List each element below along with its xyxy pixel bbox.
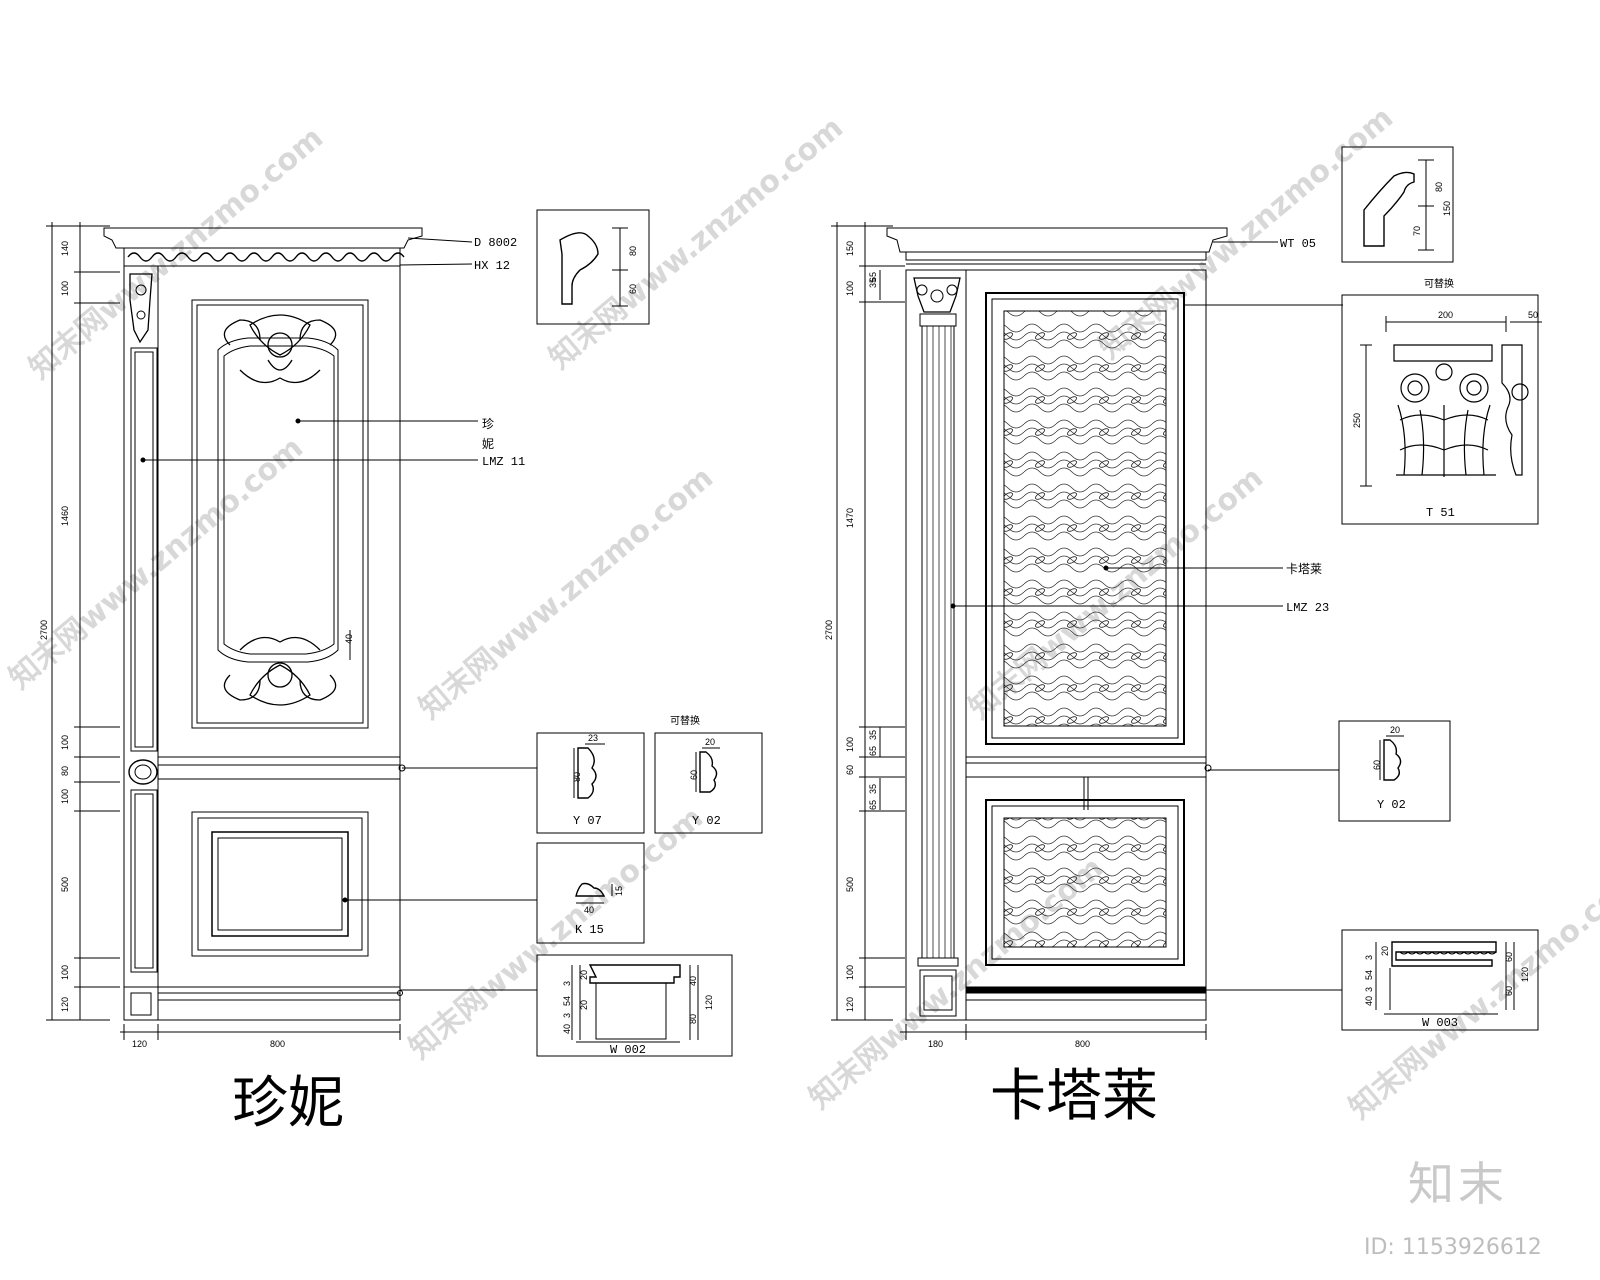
panel-note: 40 [344,634,354,644]
detail-code: Y 02 [692,814,721,828]
replaceable-note: 可替换 [670,714,700,727]
door-right-callouts: WT 05 卡塔莱 LMZ 23 可替换 [1280,237,1454,615]
detail-dim: 120 [1520,967,1530,982]
detail-code: W 002 [610,1043,646,1057]
door-right-title: 卡塔莱 [990,1064,1158,1129]
detail-dim: 60 [1504,952,1514,962]
detail-dim: 40 [688,976,698,986]
dim-label: 180 [928,1039,943,1049]
dim-label: 500 [845,877,855,892]
detail-dim: 120 [704,995,714,1010]
watermark-text: 知末网www.znzmo.com [543,110,850,376]
detail-dim: 40 [584,905,594,915]
dim-label: 120 [132,1039,147,1049]
detail-code: Y 07 [573,814,602,828]
dim-label: 100 [60,965,70,980]
watermark-text: 知末网www.znzmo.com [3,430,310,696]
detail-dim: 15 [614,886,624,896]
detail-dim: 60 [1504,986,1514,996]
dim-label: 1470 [845,508,855,528]
dim-label: 100 [60,281,70,296]
detail-dim: 3 [562,1013,572,1018]
detail-dim: 20 [1380,946,1390,956]
dim-label: 65 [868,800,878,810]
detail-dim: 20 [579,1000,589,1010]
detail-dim: 54 [1364,970,1374,980]
dim-label: 800 [270,1039,285,1049]
detail-dim: 3 [562,981,572,986]
door-left-title: 珍妮 [232,1071,344,1136]
callout-label: 妮 [482,437,494,451]
door-left-dimensions: 140 100 1460 100 80 100 500 100 120 2700… [39,241,354,1049]
detail-dim: 200 [1438,310,1453,320]
door-right-detail-labels: 80 70 150 200 50 250 T 51 20 60 Y 02 20 … [1352,182,1538,1030]
image-id: ID: 1153926612 [1364,1235,1542,1260]
detail-dim: 20 [579,970,589,980]
detail-dim: 50 [1528,310,1538,320]
door-right-dimensions: 150 35 65 100 1470 35 65 100 60 35 65 50… [824,241,1090,1049]
detail-dim: 80 [1434,182,1444,192]
detail-dim: 23 [588,733,598,743]
dim-label: 800 [1075,1039,1090,1049]
dim-label: 500 [60,877,70,892]
dim-label: 100 [845,281,855,296]
detail-dim: 60 [689,770,699,780]
dim-label: 35 [868,730,878,740]
detail-dim: 150 [1442,201,1452,216]
detail-dim: 3 [1364,987,1374,992]
detail-dim: 54 [562,996,572,1006]
detail-dim: 20 [705,737,715,747]
detail-dim: 80 [628,246,638,256]
detail-dim: 60 [1372,760,1382,770]
dim-label: 35 [868,784,878,794]
dim-label: 65 [868,746,878,756]
detail-dim: 60 [628,284,638,294]
callout-label: LMZ 11 [482,455,525,469]
callout-label: 卡塔莱 [1286,562,1322,576]
dim-label: 120 [845,997,855,1012]
dim-total: 2700 [39,620,49,640]
dim-label: 35 [868,278,878,288]
detail-dim: 40 [1364,996,1374,1006]
watermark-text: 知末网www.znzmo.com [403,800,710,1066]
watermark-text: 知末网www.znzmo.com [413,460,720,726]
watermark-text: 知末网www.znzmo.com [1343,860,1600,1126]
dim-label: 150 [845,241,855,256]
dim-label: 120 [60,997,70,1012]
callout-label: 珍 [482,417,494,431]
replaceable-note: 可替换 [1424,277,1454,290]
detail-code: T 51 [1426,506,1455,520]
door-right [831,146,1542,1040]
callout-label: LMZ 23 [1286,601,1329,615]
dim-label: 100 [60,789,70,804]
door-left-callouts: D 8002 HX 12 珍 妮 LMZ 11 可替换 [474,236,700,727]
dim-label: 100 [845,965,855,980]
door-left-detail-labels: 80 60 23 80 Y 07 20 60 Y 02 40 15 K 15 2… [562,246,721,1057]
brand-watermark: 知末 [1408,1157,1508,1211]
dim-label: 80 [60,766,70,776]
detail-dim: 40 [562,1024,572,1034]
detail-dim: 3 [1364,955,1374,960]
dim-label: 100 [845,737,855,752]
dim-label: 60 [845,765,855,775]
detail-dim: 250 [1352,413,1362,428]
dim-label: 140 [60,241,70,256]
detail-dim: 20 [1390,725,1400,735]
detail-code: W 003 [1422,1016,1458,1030]
dim-label: 1460 [60,506,70,526]
detail-dim: 70 [1412,226,1422,236]
detail-dim: 80 [688,1014,698,1024]
dim-label: 65 [868,272,878,282]
watermark-layer: 知末网www.znzmo.com 知末网www.znzmo.com 知末网www… [3,100,1600,1126]
callout-label: HX 12 [474,259,510,273]
callout-label: WT 05 [1280,237,1316,251]
detail-code: K 15 [575,923,604,937]
dim-label: 100 [60,735,70,750]
callout-label: D 8002 [474,236,517,250]
dim-total: 2700 [824,620,834,640]
door-left [46,209,763,1057]
detail-code: Y 02 [1377,798,1406,812]
detail-dim: 80 [572,772,582,782]
